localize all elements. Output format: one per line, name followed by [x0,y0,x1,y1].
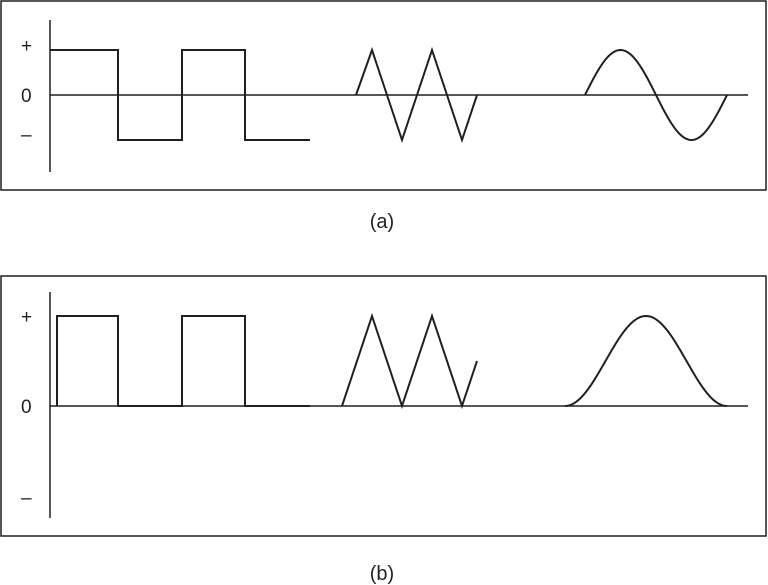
panel-b-triangle-wave [341,312,478,410]
panel-b-plus-label: + [21,307,32,328]
panel-b-caption: (b) [370,563,394,585]
panel-a-sine-wave [584,48,728,142]
panel-b-square-wave [56,315,310,407]
panel-b-minus-label: – [21,488,32,509]
panel-a-caption: (a) [370,211,394,233]
panel-a-minus-label: – [21,125,32,146]
panel-a-frame [0,0,767,191]
panel-a-plus-label: + [21,36,32,57]
panel-a-square-wave [50,49,310,141]
panel-b-sine-wave [564,314,728,407]
panel-a: + 0 – (a) [0,0,767,233]
panel-a-triangle-wave [355,46,478,144]
panel-a-zero-label: 0 [21,86,32,107]
panel-b: + 0 – (b) [0,275,767,585]
panel-b-frame [0,275,767,537]
panel-b-zero-label: 0 [21,397,32,418]
